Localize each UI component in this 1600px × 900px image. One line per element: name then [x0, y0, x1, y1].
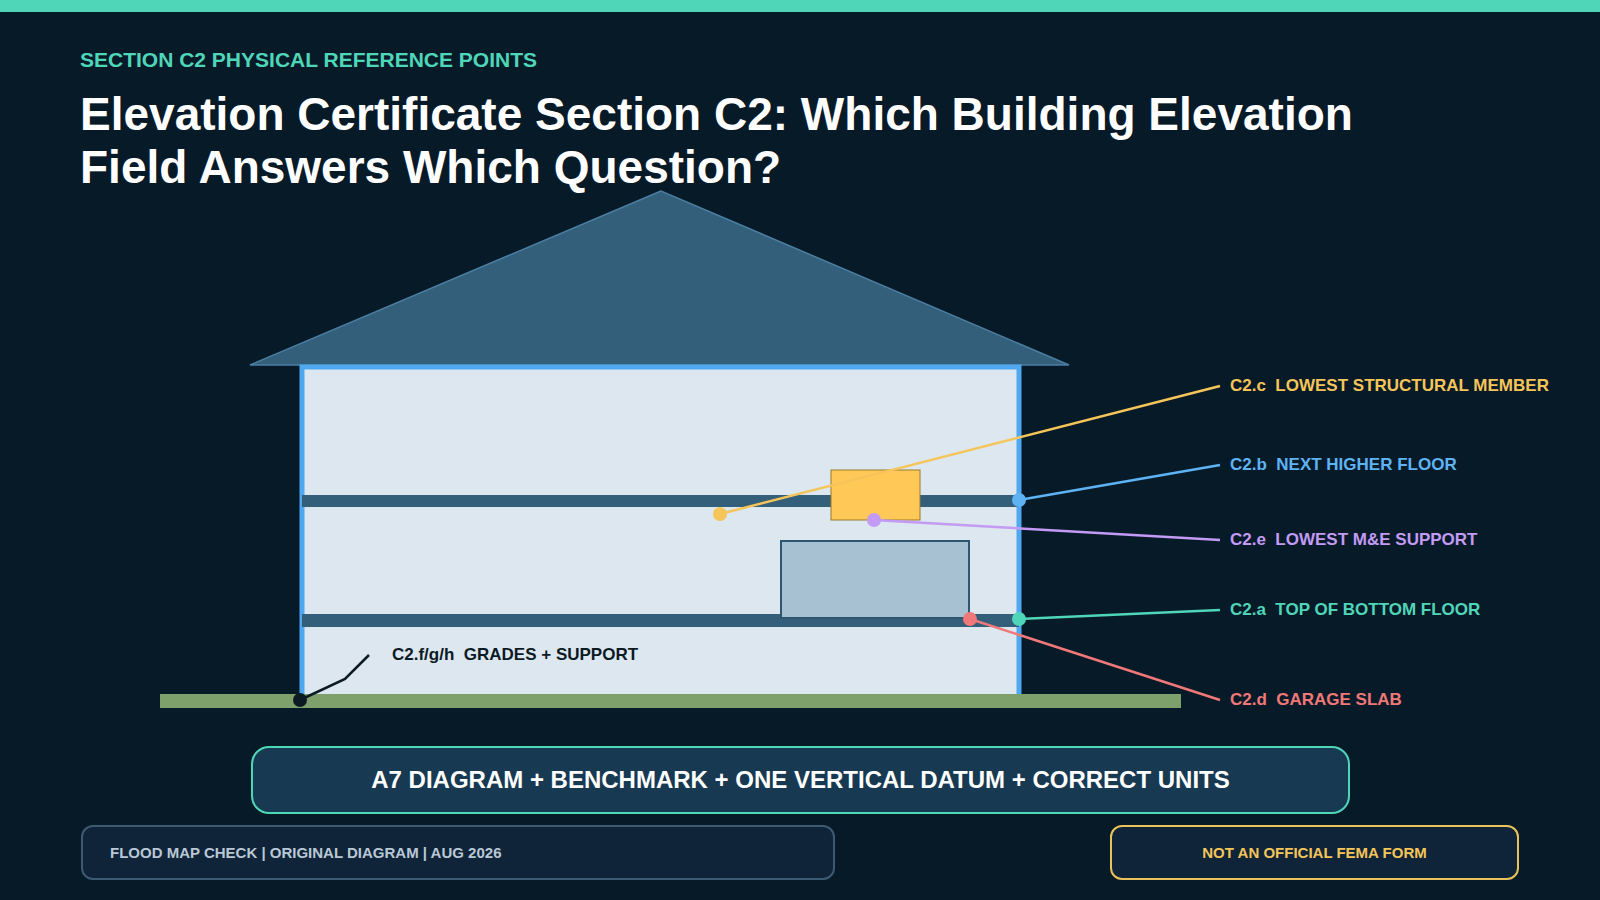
- callout-label: C2.e LOWEST M&E SUPPORT: [1230, 530, 1477, 550]
- leader-line: [1019, 465, 1220, 500]
- callout-label: C2.a TOP OF BOTTOM FLOOR: [1230, 600, 1480, 620]
- reference-dot: [867, 513, 881, 527]
- ground: [160, 694, 1181, 708]
- reference-dot: [293, 693, 307, 707]
- footer-box: FLOOD MAP CHECK | ORIGINAL DIAGRAM | AUG…: [81, 825, 835, 880]
- wall-outline: [302, 367, 1019, 694]
- leader-line: [1019, 610, 1220, 619]
- summary-banner: A7 DIAGRAM + BENCHMARK + ONE VERTICAL DA…: [251, 746, 1350, 814]
- callout-label: C2.b NEXT HIGHER FLOOR: [1230, 455, 1457, 475]
- section-kicker: SECTION C2 PHYSICAL REFERENCE POINTS: [80, 47, 537, 72]
- box-text: FLOOD MAP CHECK | ORIGINAL DIAGRAM | AUG…: [110, 844, 502, 861]
- disclaimer-box: NOT AN OFFICIAL FEMA FORM: [1110, 825, 1519, 880]
- top-accent-bar: [0, 0, 1600, 12]
- leader-line: [720, 386, 1220, 514]
- reference-dot: [1012, 493, 1026, 507]
- callout-label: C2.f/g/h GRADES + SUPPORT: [392, 645, 638, 665]
- leader-line: [300, 655, 369, 700]
- leader-line: [874, 520, 1220, 540]
- garage-box: [781, 541, 969, 618]
- box-text: A7 DIAGRAM + BENCHMARK + ONE VERTICAL DA…: [371, 766, 1230, 794]
- callout-label: C2.c LOWEST STRUCTURAL MEMBER: [1230, 376, 1549, 396]
- equipment-box: [831, 470, 920, 520]
- house-wall: [302, 367, 1019, 694]
- leader-line: [970, 619, 1220, 700]
- box-text: NOT AN OFFICIAL FEMA FORM: [1202, 844, 1426, 861]
- callout-label: C2.d GARAGE SLAB: [1230, 690, 1402, 710]
- reference-dot: [1012, 612, 1026, 626]
- reference-dot: [963, 612, 977, 626]
- roof: [250, 191, 1069, 365]
- reference-dot: [713, 507, 727, 521]
- page-title: Elevation Certificate Section C2: Which …: [80, 88, 1420, 194]
